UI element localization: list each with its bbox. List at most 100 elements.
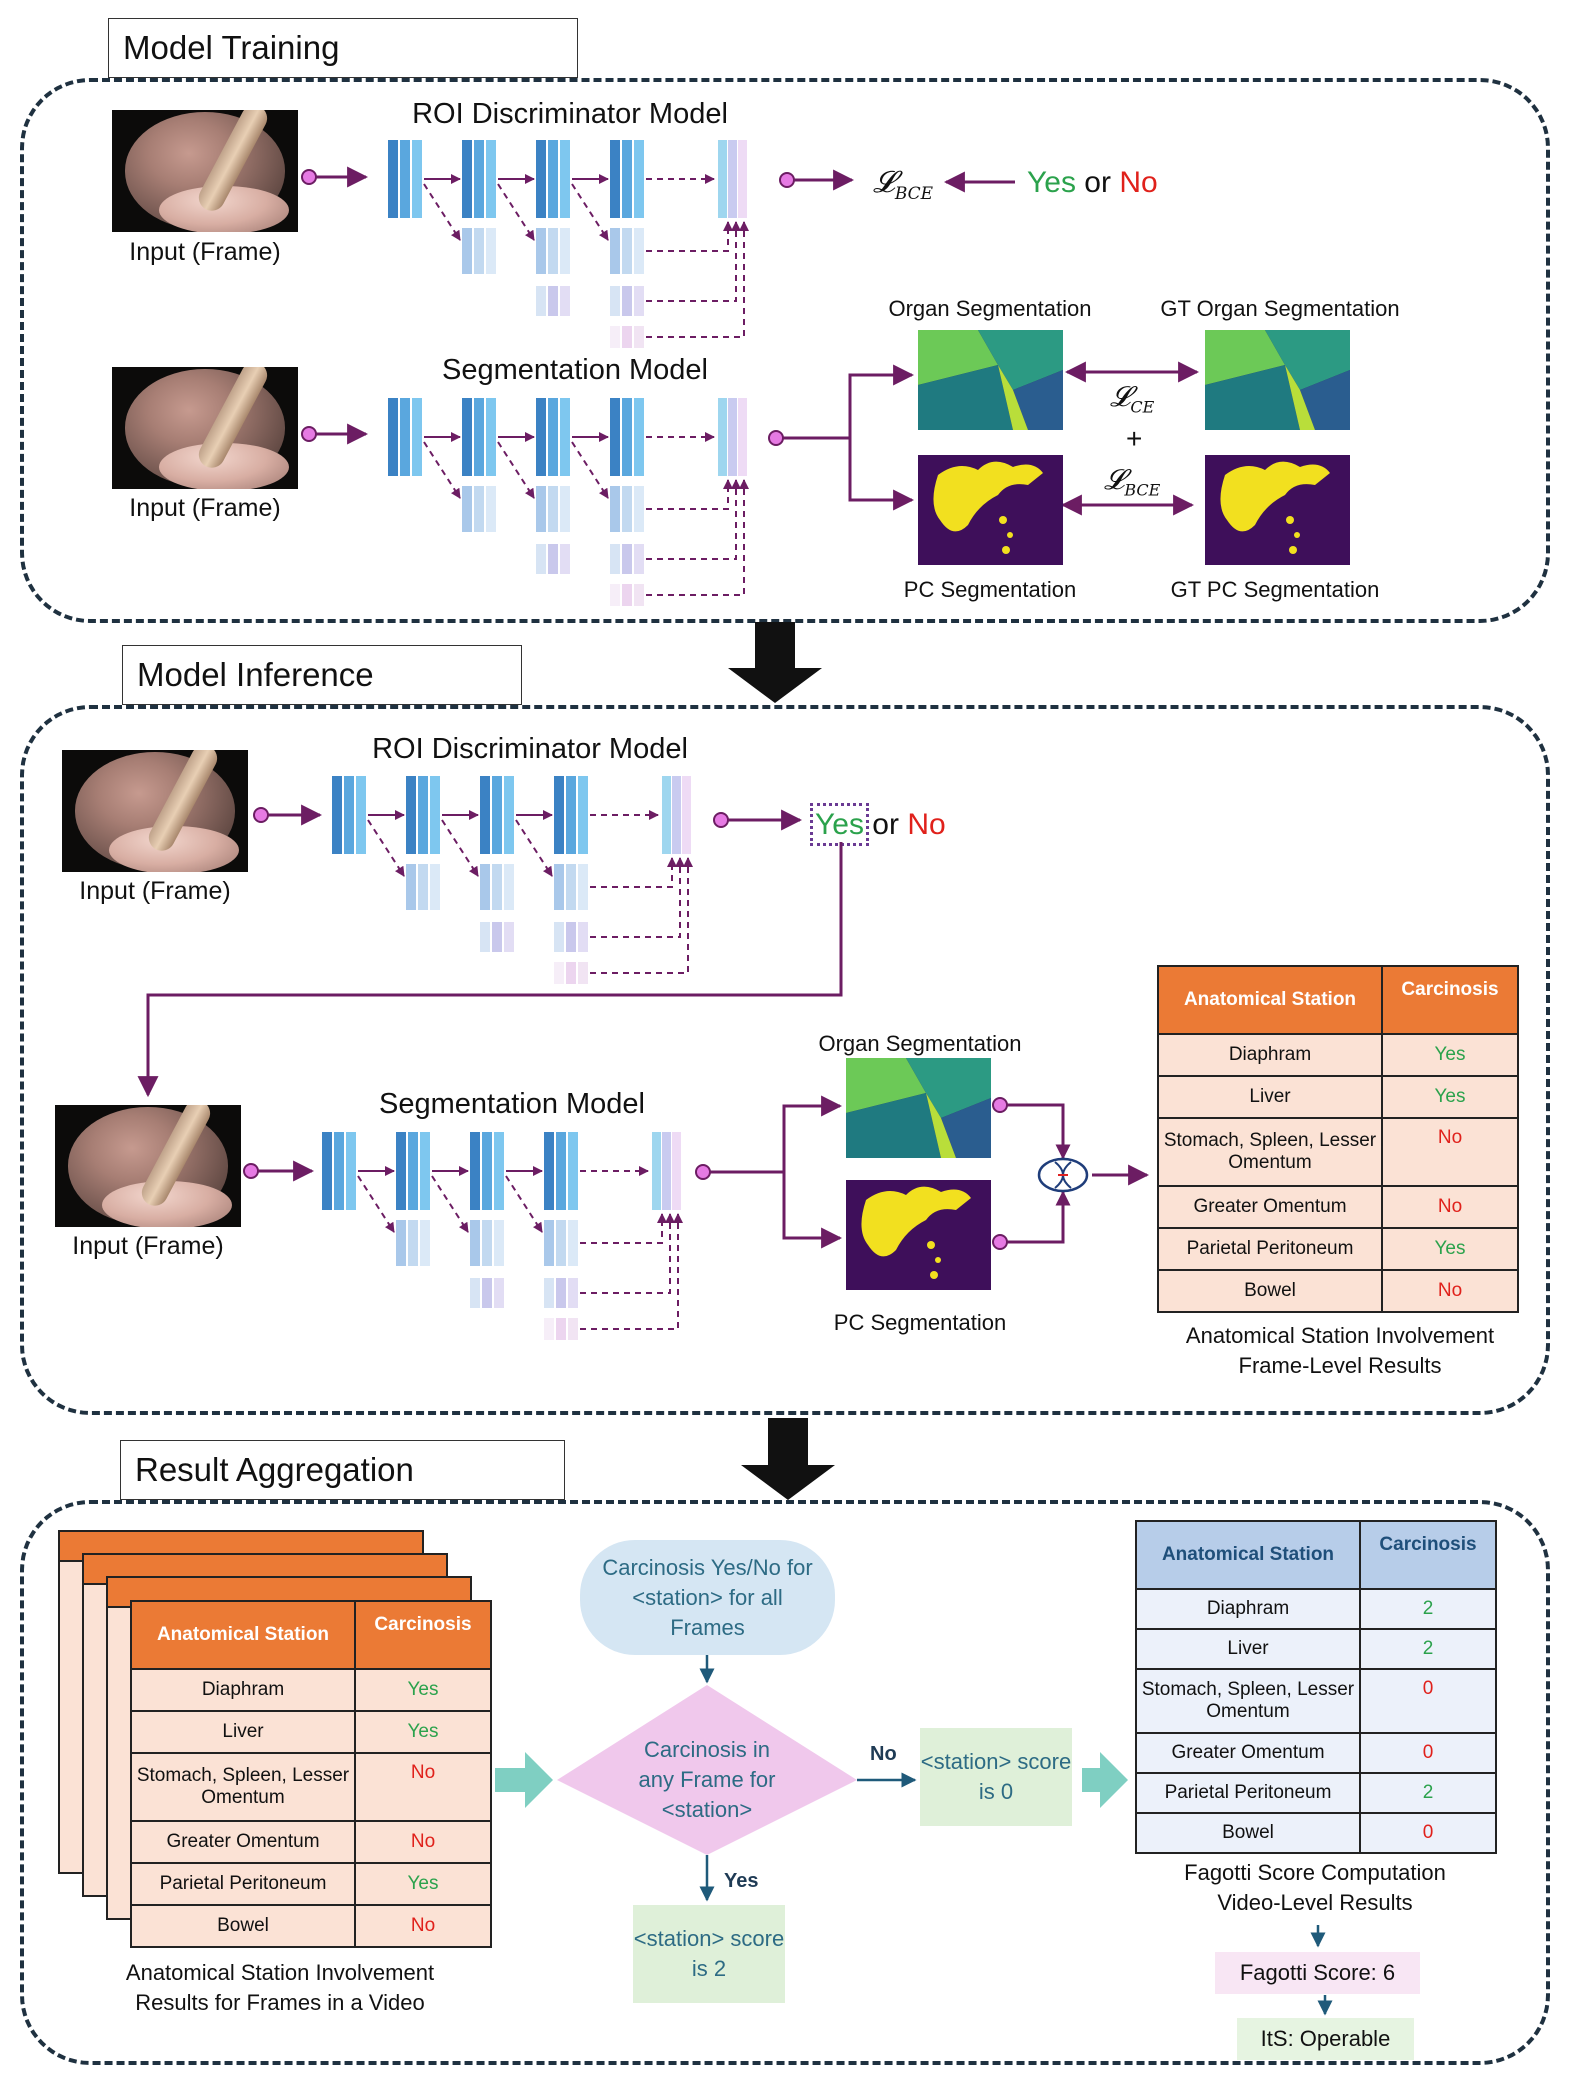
network-layer-block xyxy=(610,140,620,218)
network-layer-block xyxy=(356,776,366,854)
pc-seg-image xyxy=(846,1180,991,1290)
network-layer-block xyxy=(544,1318,554,1340)
section-down-arrow xyxy=(741,1418,835,1500)
section-down-arrow xyxy=(728,622,822,703)
network-layer-block xyxy=(418,864,428,910)
network-layer-block xyxy=(610,544,620,574)
segmentation-network-training xyxy=(388,398,749,606)
network-layer-block xyxy=(634,398,644,476)
network-layer-block xyxy=(578,962,588,984)
network-layer-block xyxy=(536,228,546,274)
network-layer-block xyxy=(388,140,398,218)
skip-connection xyxy=(646,221,749,338)
network-layer-block xyxy=(568,1278,578,1308)
roi-model-title: ROI Discriminator Model xyxy=(412,98,728,130)
network-layer-block xyxy=(430,776,440,854)
network-layer-block xyxy=(634,584,644,606)
selected-yes: Yes xyxy=(810,803,869,846)
network-layer-block xyxy=(556,1278,566,1308)
network-layer-block xyxy=(482,1278,492,1308)
network-layer-block xyxy=(474,228,484,274)
network-layer-block xyxy=(492,776,502,854)
network-layer-block xyxy=(578,864,588,910)
yes-branch-label: Yes xyxy=(724,1870,759,1892)
network-layer-block xyxy=(622,140,632,218)
skip-connection xyxy=(505,1175,543,1233)
network-layer-block xyxy=(544,1220,554,1266)
roi-network-training xyxy=(388,140,749,348)
network-layer-block xyxy=(554,864,564,910)
network-layer-block xyxy=(334,1132,344,1210)
network-layer-block xyxy=(536,286,546,316)
network-layer-block xyxy=(566,864,576,910)
network-layer-block xyxy=(622,326,632,348)
flow-to-table-arrow xyxy=(1082,1752,1128,1808)
network-layer-block xyxy=(344,776,354,854)
plus-sign: + xyxy=(1126,423,1143,454)
network-layer-block xyxy=(662,1132,671,1210)
network-layer-block xyxy=(504,922,514,952)
gt-pc-seg-label: GT PC Segmentation xyxy=(1170,577,1380,602)
inference-panel xyxy=(20,705,1550,1415)
network-layer-block xyxy=(492,922,502,952)
skip-connection xyxy=(441,819,479,877)
network-layer-block xyxy=(622,486,632,532)
organ-seg-image xyxy=(918,330,1063,430)
skip-connection xyxy=(590,857,693,974)
network-layer-block xyxy=(634,486,644,532)
network-layer-block xyxy=(548,544,558,574)
network-layer-block xyxy=(470,1220,480,1266)
score-two-box: <station> score is 2 xyxy=(633,1905,785,2003)
network-layer-block xyxy=(346,1132,356,1210)
network-layer-block xyxy=(738,140,747,218)
network-layer-block xyxy=(486,398,496,476)
input-frame-image xyxy=(112,110,298,232)
network-layer-block xyxy=(420,1220,430,1266)
network-layer-block xyxy=(536,544,546,574)
network-layer-block xyxy=(566,962,576,984)
network-layer-block xyxy=(634,544,644,574)
network-layer-block xyxy=(652,1132,661,1210)
merge-operator-icon xyxy=(1037,1157,1089,1193)
skip-connection xyxy=(571,183,609,241)
segmentation-model-title: Segmentation Model xyxy=(379,1088,645,1120)
input-frame-label: Input (Frame) xyxy=(72,1232,224,1260)
network-layer-block xyxy=(412,140,422,218)
its-result-box: ItS: Operable xyxy=(1237,2018,1414,2060)
skip-connection xyxy=(580,1213,675,1294)
network-layer-block xyxy=(548,286,558,316)
network-layer-block xyxy=(560,398,570,476)
network-layer-block xyxy=(560,140,570,218)
network-layer-block xyxy=(556,1132,566,1210)
network-layer-block xyxy=(418,776,428,854)
segmentation-network-inference xyxy=(322,1132,683,1340)
input-frame-label: Input (Frame) xyxy=(79,877,231,905)
network-layer-block xyxy=(566,922,576,952)
section-title-aggregation: Result Aggregation xyxy=(120,1440,565,1500)
network-layer-block xyxy=(332,776,342,854)
network-layer-block xyxy=(544,1278,554,1308)
network-layer-block xyxy=(622,544,632,574)
table-header: Anatomical Station xyxy=(1135,1520,1361,1590)
network-layer-block xyxy=(396,1132,406,1210)
network-layer-block xyxy=(610,286,620,316)
fagotti-score-box: Fagotti Score: 6 xyxy=(1215,1952,1420,1994)
input-frame-label: Input (Frame) xyxy=(129,494,281,522)
organ-seg-image xyxy=(846,1058,991,1158)
network-layer-block xyxy=(634,286,644,316)
network-layer-block xyxy=(568,1220,578,1266)
network-layer-block xyxy=(556,1318,566,1340)
skip-connection xyxy=(646,221,741,302)
network-layer-block xyxy=(544,1132,554,1210)
